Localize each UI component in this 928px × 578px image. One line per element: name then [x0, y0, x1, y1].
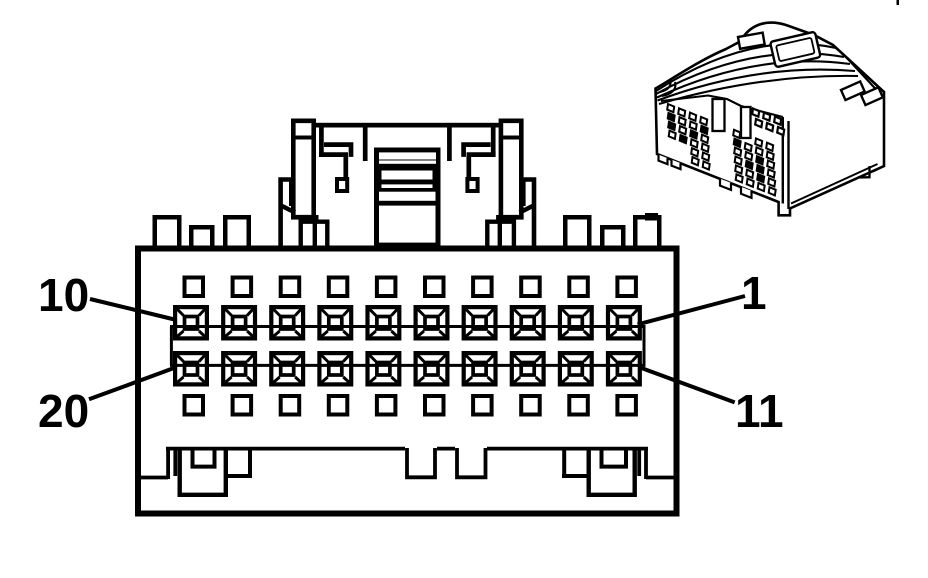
svg-text:1: 1 [741, 267, 767, 319]
svg-text:11: 11 [735, 385, 784, 437]
svg-text:10: 10 [38, 269, 89, 321]
svg-text:20: 20 [38, 385, 89, 437]
